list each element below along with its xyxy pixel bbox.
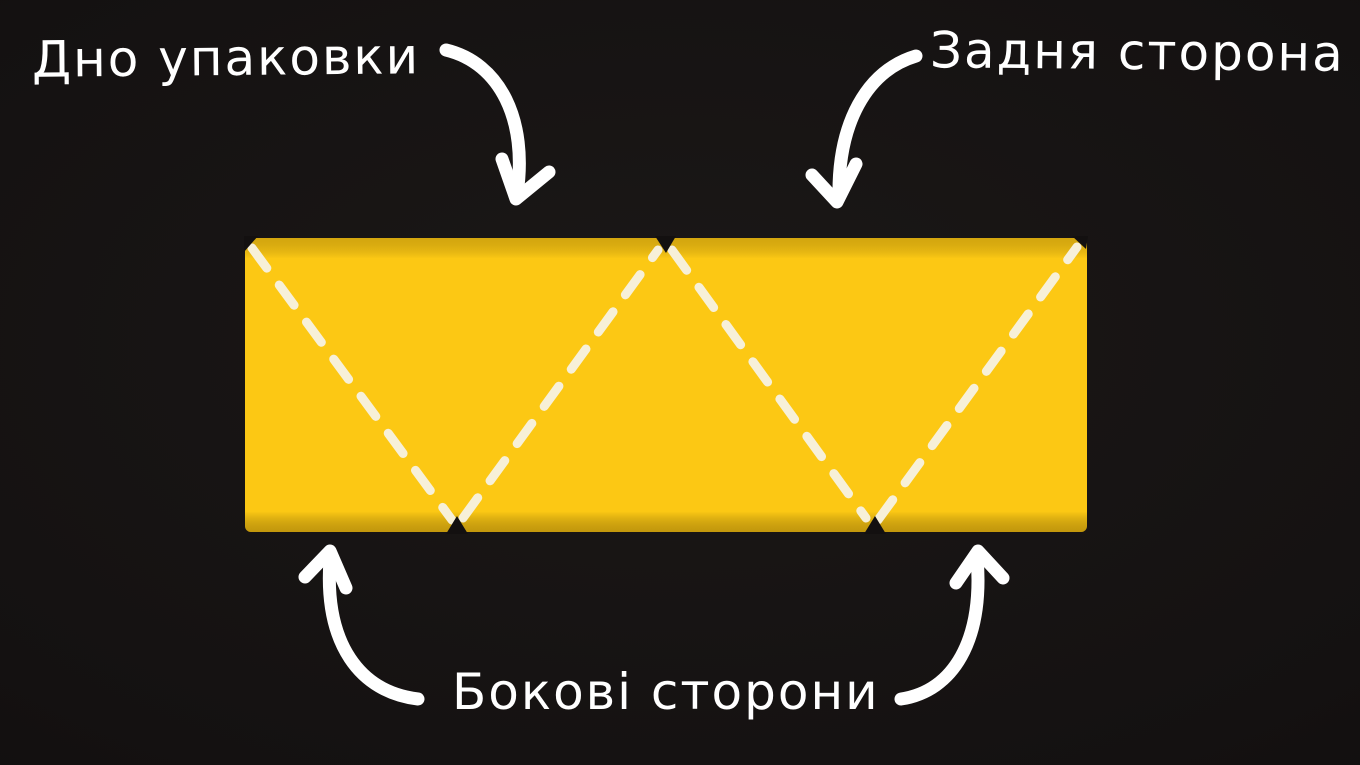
fold-line-1	[247, 243, 457, 525]
package-bottom-label: Дно упаковки	[31, 27, 421, 89]
cut-notches	[244, 236, 1088, 534]
cut-notch-bottom-right	[864, 516, 886, 534]
curved-arrow-up-icon	[298, 544, 425, 706]
arrow-shaft	[322, 553, 425, 706]
arrow-shaft	[894, 550, 985, 706]
cut-notch-top	[655, 236, 676, 253]
back-side-label: Задня сторона	[929, 21, 1346, 83]
arrow-shaft	[439, 43, 526, 201]
arrow-shaft	[832, 49, 923, 203]
annotation-arrows	[298, 43, 1010, 706]
curved-arrow-up-icon	[894, 544, 1010, 706]
corner-chip-top-right	[1072, 236, 1088, 249]
sheet-edge-shading	[245, 238, 1087, 532]
cut-notch-bottom-left	[446, 516, 468, 534]
fold-line-3	[667, 245, 871, 523]
curved-arrow-down-icon	[805, 49, 923, 209]
fold-lines	[247, 242, 1082, 525]
fold-line-4	[873, 242, 1082, 525]
side-panels-label: Бокові сторони	[452, 663, 880, 721]
arrow-head	[495, 152, 556, 206]
curved-arrow-down-icon	[439, 43, 556, 206]
fold-line-2	[458, 245, 663, 523]
corner-chip-top-left	[244, 236, 258, 252]
arrow-head	[298, 544, 353, 595]
arrow-head	[805, 157, 863, 209]
arrow-head	[949, 544, 1010, 590]
